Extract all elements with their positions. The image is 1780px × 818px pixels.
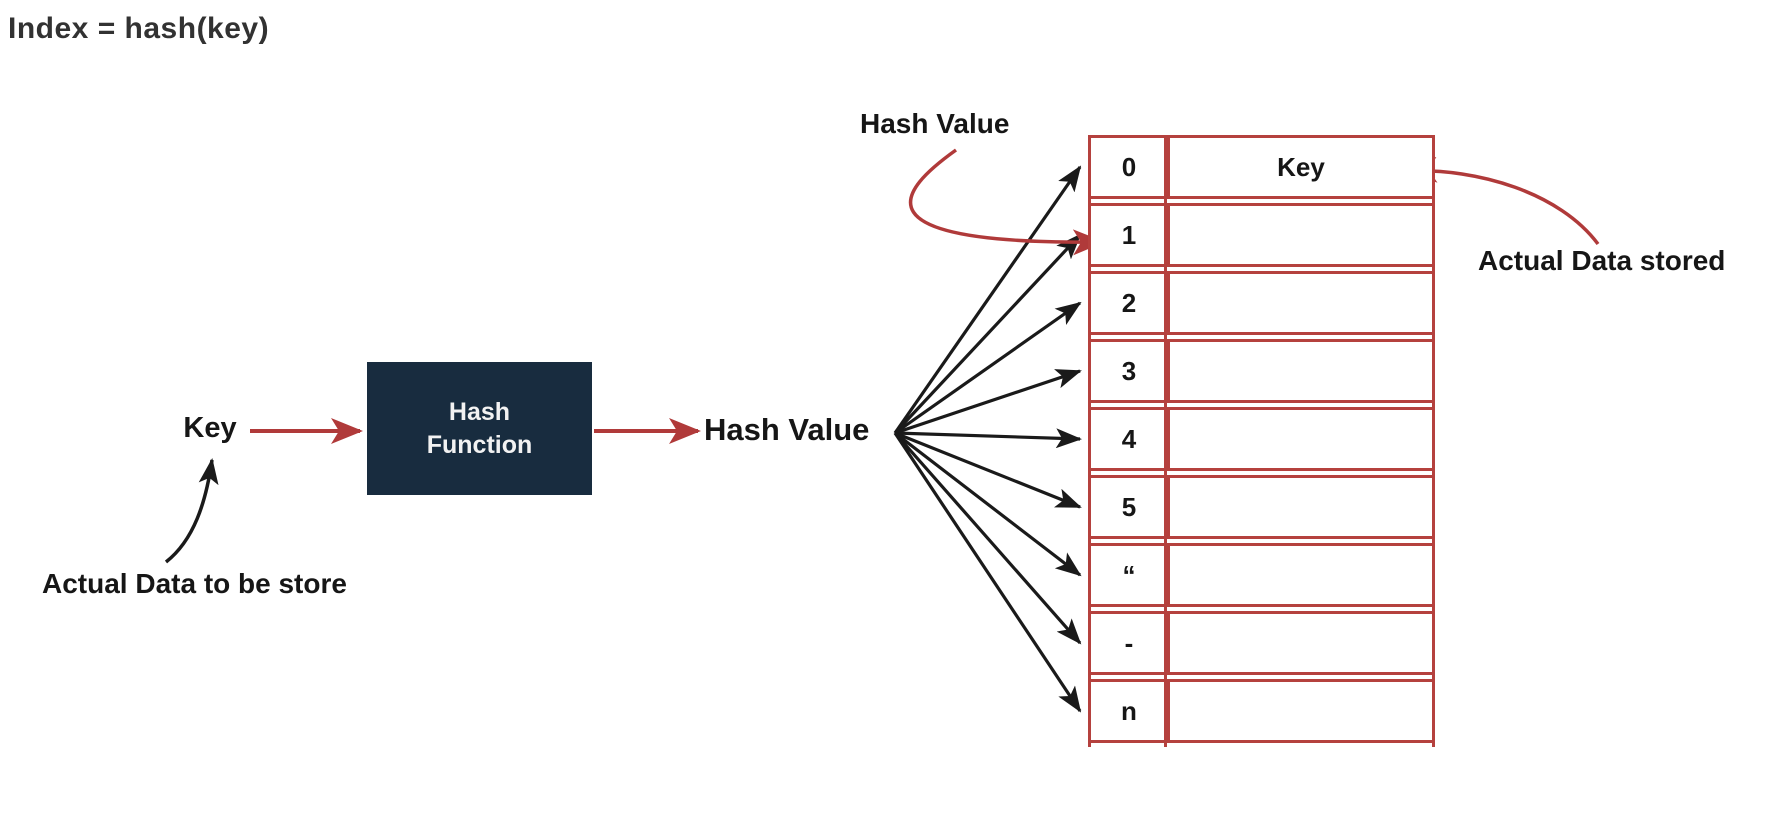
- row-data-cell: [1170, 614, 1432, 672]
- fan-arrow-row-1: [893, 233, 1082, 435]
- row-data-cell: [1170, 342, 1432, 400]
- table-row: 4: [1088, 407, 1435, 471]
- row-data-cell: [1170, 274, 1432, 332]
- bucket-table: 0 Key 1 2 3 4 5 “ -: [1088, 135, 1435, 747]
- fan-arrow-row-0: [893, 165, 1082, 434]
- row-index-cell: “: [1091, 546, 1170, 604]
- table-row: 2: [1088, 271, 1435, 335]
- row-index-cell: 5: [1091, 478, 1170, 536]
- table-row: 5: [1088, 475, 1435, 539]
- row-index-cell: 2: [1091, 274, 1170, 332]
- fan-arrow-row-6: [894, 431, 1082, 577]
- table-row: n: [1088, 679, 1435, 743]
- row-data-cell: Key: [1277, 151, 1325, 182]
- table-column-divider: [1164, 135, 1167, 747]
- curved-arrow-hashvalue-to-bucket1: [908, 148, 1105, 256]
- hash-value-label: Hash Value: [704, 412, 870, 447]
- fan-arrow-row-7: [893, 431, 1082, 645]
- curved-arrow-actualdata-to-keylabel: [164, 458, 219, 564]
- row-index-cell: 0: [1091, 138, 1170, 196]
- hash-value-annotation: Hash Value: [860, 108, 1010, 139]
- row-data-cell: [1170, 478, 1432, 536]
- row-index-cell: 4: [1091, 410, 1170, 468]
- fan-arrow-row-3: [894, 369, 1082, 435]
- fan-arrow-row-4: [894, 428, 1082, 449]
- row-index-cell: 3: [1091, 342, 1170, 400]
- table-row: -: [1088, 611, 1435, 675]
- row-index-cell: 1: [1091, 206, 1170, 264]
- table-row: 3: [1088, 339, 1435, 403]
- row-data-cell: [1170, 410, 1432, 468]
- hash-function-box: Hash Function: [367, 362, 592, 495]
- row-data-cell: [1170, 682, 1432, 740]
- fan-arrow-row-5: [894, 431, 1082, 509]
- fan-arrow-row-2: [894, 301, 1082, 435]
- page-title: Index = hash(key): [8, 12, 270, 45]
- fan-arrow-row-8: [893, 432, 1082, 713]
- actual-data-stored-annotation: Actual Data stored: [1478, 245, 1726, 276]
- table-row: 1: [1088, 203, 1435, 267]
- curved-arrow-actualdata-to-keycell: [1405, 156, 1600, 246]
- row-index-cell: n: [1091, 682, 1170, 740]
- row-index-cell: -: [1091, 614, 1170, 672]
- row-data-cell: [1170, 546, 1432, 604]
- row-data-cell: [1170, 206, 1432, 264]
- table-right-border: [1432, 135, 1435, 747]
- actual-data-to-be-store-annotation: Actual Data to be store: [42, 568, 347, 599]
- table-left-border: [1088, 135, 1091, 747]
- table-row: “: [1088, 543, 1435, 607]
- key-label: Key: [183, 412, 237, 444]
- table-row: 0 Key: [1088, 135, 1435, 199]
